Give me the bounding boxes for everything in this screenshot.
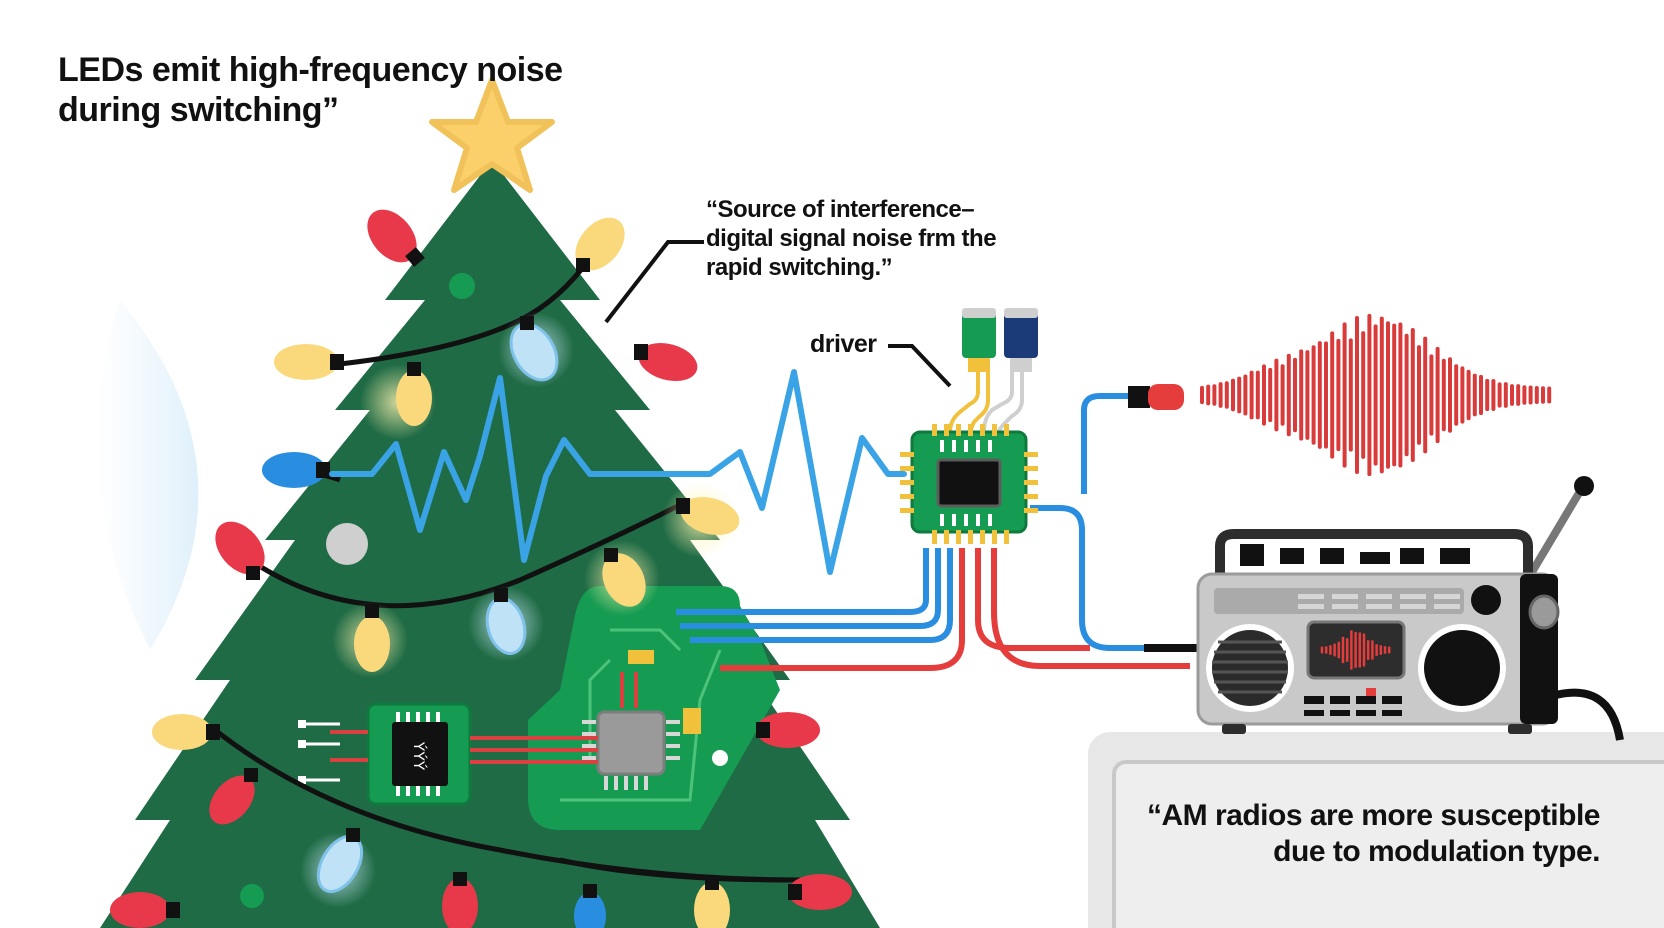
led-bulb-icon [396,362,432,426]
led-bulb-icon [262,452,330,488]
driver-label: driver [810,330,877,358]
wires [676,393,1200,671]
headline-annotation: LEDs emit high-frequency noise during sw… [58,51,563,129]
ornament [240,884,264,908]
ornament [449,273,475,299]
led-bulb-icon [676,496,740,536]
capacitor-icon [982,308,1038,437]
source-annotation: “Source of interference– digital signal … [706,196,997,281]
ornament [326,523,368,565]
led-bulb-icon [215,521,265,580]
led-bulb-icon [274,344,344,380]
led-bulb-icon [367,209,425,267]
am-radio-icon [1196,476,1624,741]
led-bulb-icon [574,884,606,928]
star-icon [429,77,555,193]
led-bulb-icon [788,874,852,910]
noise-waveform [329,369,907,575]
emission-glow [96,300,199,650]
sound-wave-icon [1200,313,1552,477]
led-bulb-icon [485,588,527,655]
led-bulb-icon [152,714,220,750]
am-radio-annotation: “AM radios are more susceptible due to m… [1147,799,1601,868]
led-bulb-icon [756,712,820,748]
led-bulbs [110,209,852,928]
led-bulb-icon [634,342,698,382]
led-bulb-icon [209,768,258,825]
chip-marking: ÝÝÝ [409,742,428,771]
shelf [1088,732,1664,928]
driver-chip-icon [900,424,1038,544]
led-bulb-icon [110,892,180,928]
leader-line [604,240,704,324]
led-bulb-icon [442,872,478,928]
leader-line [888,344,952,388]
led-bulb-icon [694,876,730,928]
led-bulb-icon [575,217,625,272]
led-bulb-icon [354,604,390,672]
circuit-board-icon [528,586,780,830]
led-bulb-icon [316,828,364,893]
controller-chip-icon: ÝÝÝ [298,702,598,806]
led-bulb-icon [602,548,646,607]
speaker-icon [1418,624,1506,712]
led-bulb-icon [509,316,559,382]
connector-plug-icon [1128,384,1184,410]
speaker-icon [1206,624,1294,712]
antenna-icon [1528,484,1586,576]
